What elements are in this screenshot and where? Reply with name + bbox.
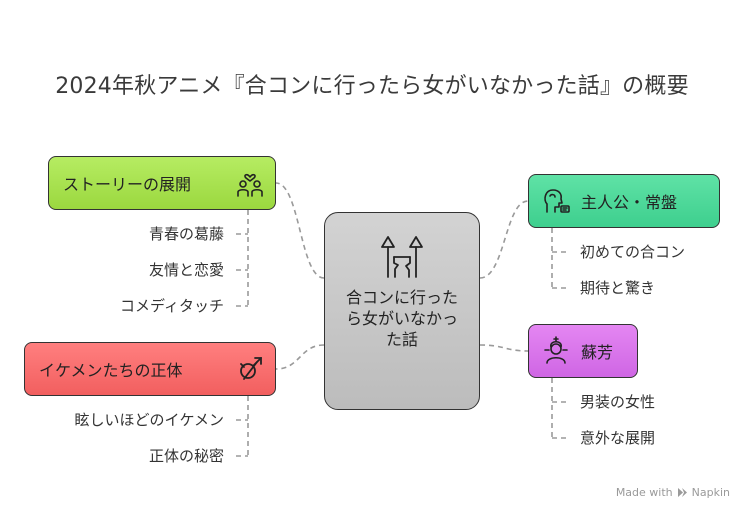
- ikemen-item: 眩しいほどのイケメン: [74, 411, 224, 429]
- broken-pillars-icon: [381, 236, 423, 278]
- branch-ikemen-label: イケメンたちの正体: [39, 361, 183, 380]
- person-sparkle-icon: [544, 336, 568, 364]
- made-with-text: Made with: [615, 486, 673, 499]
- connector-sorou: [479, 344, 529, 352]
- napkin-brand: Napkin: [691, 486, 730, 499]
- protagonist-item: 期待と驚き: [580, 279, 656, 297]
- branch-sorou-label: 蘇芳: [581, 343, 614, 362]
- couple-heart-icon: [237, 173, 263, 197]
- branch-protagonist: 主人公・常盤: [528, 174, 720, 228]
- napkin-watermark: Made with Napkin: [616, 486, 730, 499]
- branch-story: ストーリーの展開: [48, 156, 276, 210]
- connector-ikemen: [275, 344, 325, 370]
- center-label: 合コンに行ったら女がいなかった話: [345, 288, 458, 349]
- crossed-gender-icon: [240, 357, 262, 380]
- story-item: 青春の葛藤: [148, 225, 224, 243]
- sorou-item: 意外な展開: [580, 429, 656, 447]
- protagonist-item: 初めての合コン: [580, 243, 686, 261]
- branch-story-label: ストーリーの展開: [63, 175, 192, 194]
- story-item: 友情と恋愛: [148, 261, 224, 279]
- story-item: コメディタッチ: [120, 297, 224, 315]
- branch-ikemen: イケメンたちの正体: [24, 342, 276, 396]
- thinking-person-icon: [544, 189, 570, 213]
- branch-sorou: 蘇芳: [528, 324, 638, 378]
- connector-story: [275, 182, 325, 279]
- sorou-item: 男装の女性: [580, 393, 656, 411]
- napkin-logo-icon: [677, 488, 687, 497]
- center-node: 合コンに行ったら女がいなかった話: [324, 212, 480, 410]
- branch-protagonist-label: 主人公・常盤: [581, 193, 678, 212]
- connector-protagonist: [479, 200, 529, 279]
- diagram-title: 2024年秋アニメ『合コンに行ったら女がいなかった話』の概要: [55, 74, 689, 99]
- ikemen-item: 正体の秘密: [148, 447, 224, 465]
